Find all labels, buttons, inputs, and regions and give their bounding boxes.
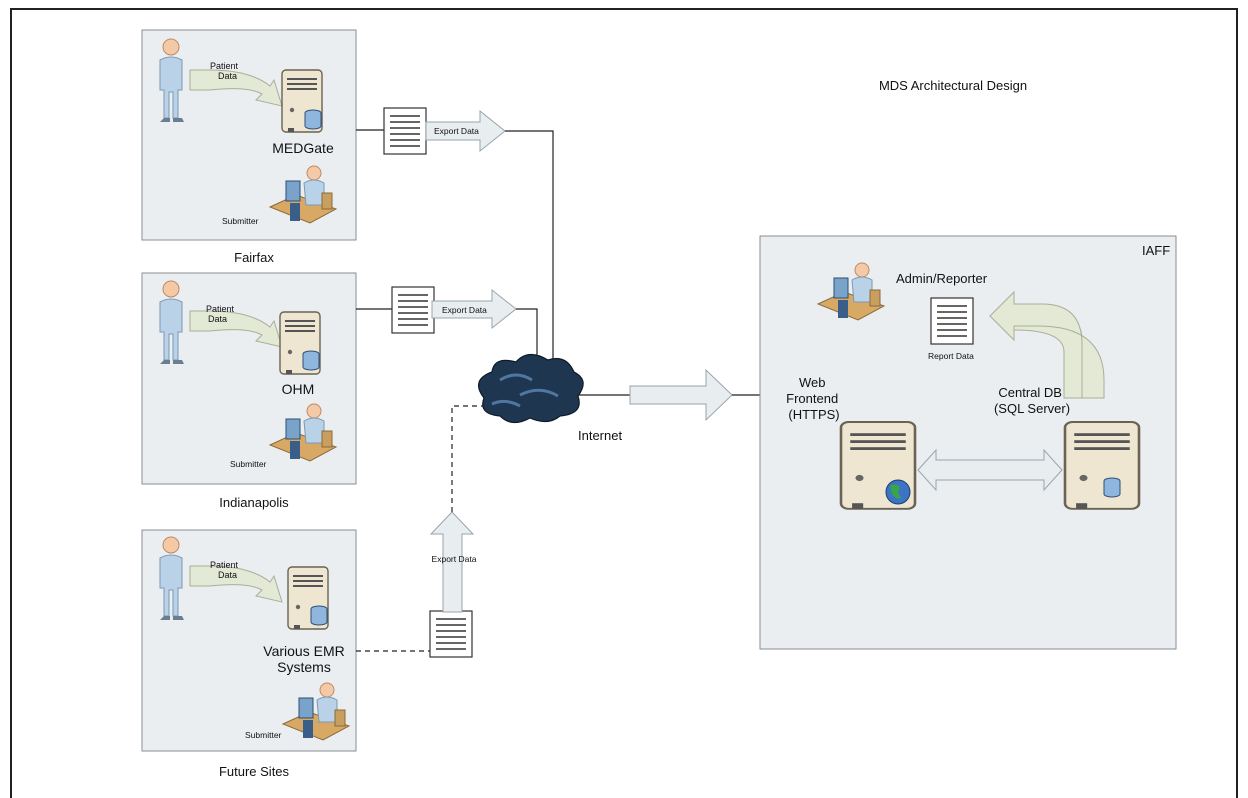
export-data-label: Export Data: [442, 305, 487, 315]
diagram-frame: [10, 8, 1238, 798]
report-flow-arrow: [989, 290, 1105, 399]
export-data-label: Export Data: [434, 126, 479, 136]
database-icon: [310, 605, 328, 626]
export-document-icon: [429, 610, 473, 658]
internet-label: Internet: [578, 428, 622, 443]
system-name: OHM: [282, 381, 315, 397]
database-icon: [304, 109, 322, 130]
bidirectional-arrow: [917, 448, 1063, 492]
site-name: Future Sites: [219, 764, 290, 779]
db-server-icon: [1063, 420, 1141, 511]
export-arrow: [429, 511, 475, 613]
diagram-title: MDS Architectural Design: [879, 78, 1027, 93]
export-document-icon: [391, 286, 435, 334]
report-document-icon: [930, 297, 974, 345]
submitter-label: Submitter: [245, 730, 282, 740]
internet-cloud-icon: [477, 353, 584, 424]
database-icon: [1103, 477, 1121, 498]
iaff-label: IAFF: [1142, 243, 1170, 258]
iaff-box: IAFF Admin/Reporter Report Data Web Fron…: [759, 235, 1177, 650]
site-name: Fairfax: [234, 250, 274, 265]
export-document-icon: [383, 107, 427, 155]
export-arrow: [431, 288, 517, 330]
internet-to-iaff-arrow: [629, 368, 733, 422]
submitter-label: Submitter: [222, 216, 259, 226]
report-data-label: Report Data: [928, 351, 974, 361]
database-icon: [302, 350, 320, 371]
site-name: Indianapolis: [219, 495, 289, 510]
globe-icon: [885, 479, 911, 505]
admin-label: Admin/Reporter: [896, 271, 988, 286]
submitter-label: Submitter: [230, 459, 267, 469]
export-arrow: [425, 109, 506, 153]
connector-line-dashed: [451, 405, 490, 512]
export-data-label: Export Data: [432, 554, 477, 564]
connector-line: [505, 130, 554, 372]
system-name: MEDGate: [272, 140, 334, 156]
central-db-label: Central DB (SQL Server): [994, 385, 1070, 416]
web-frontend-label: Web Frontend (HTTPS): [786, 375, 842, 422]
connector-line: [516, 308, 538, 372]
